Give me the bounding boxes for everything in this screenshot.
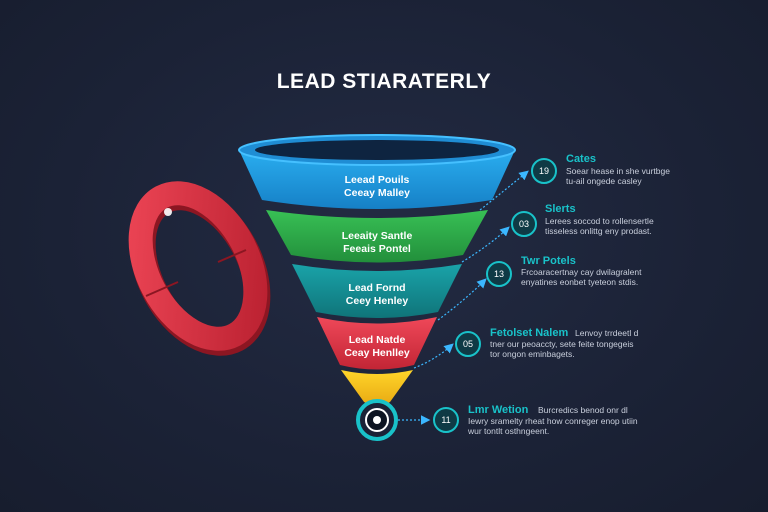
- funnel-layer-4: [317, 317, 437, 370]
- stage-3-badge: [486, 261, 512, 287]
- funnel-layer-1-line1: Leead Pouils: [345, 174, 410, 186]
- funnel-layer-1-line2: Ceeay Malley: [344, 187, 410, 199]
- stage-5-desc-1: Burcredics benod onr dl: [538, 405, 628, 415]
- stage-4-desc-2: tner our peoaccty, sete feite tongegeis: [490, 339, 634, 349]
- stage-1-desc-1: Soear hease in she vurtbge: [566, 166, 670, 176]
- stage-2-badge: [511, 211, 537, 237]
- stage-item-1: 19 Cates Soear hease in she vurtbge tu-a…: [531, 153, 670, 186]
- stage-1-title: Cates: [566, 153, 596, 165]
- stage-item-2: 03 Slerts Lerees soccod to rollensertle …: [511, 203, 654, 237]
- funnel-layer-4-line1: Lead Natde: [349, 334, 406, 346]
- page-title: LEAD STIARATERLY: [276, 70, 492, 93]
- stage-5-title: Lmr Wetion: [468, 404, 529, 416]
- stage-3-title: Twr Potels: [521, 255, 576, 267]
- stage-4-title: Fetolset Nalem: [490, 327, 568, 339]
- funnel-tip: [341, 370, 413, 406]
- funnel-layer-4-line2: Ceay Henlley: [344, 347, 410, 359]
- stage-2-desc-2: tisseless onlittg eny prodast.: [545, 226, 652, 236]
- stage-item-3: 13 Twr Potels Frcoaracertnay cay dwilagr…: [486, 255, 642, 287]
- stage-item-4: 05 Fetolset Nalem Lenvoy trrdeetl d tner…: [455, 327, 639, 359]
- stage-3-badge-text: 13: [494, 269, 504, 279]
- stage-5-badge: [433, 407, 459, 433]
- stage-4-badge-text: 05: [463, 339, 473, 349]
- funnel-layer-2-line1: Leeaity Santle: [342, 230, 413, 242]
- target-icon: [356, 399, 398, 441]
- funnel-layer-3: [292, 264, 462, 318]
- stage-4-desc-3: tor ongon eminbagets.: [490, 349, 575, 359]
- stage-4-desc-1: Lenvoy trrdeetl d: [575, 328, 639, 338]
- funnel-layer-3-line1: Lead Fornd: [348, 282, 405, 294]
- chain-link-icon: [128, 181, 271, 356]
- stage-1-badge: [531, 158, 557, 184]
- stage-5-desc-2: Iewry sramelty rheat how conreger enop u…: [468, 416, 638, 426]
- funnel-layer-1: [238, 134, 516, 209]
- funnel-layer-3-line2: Ceey Henley: [346, 295, 409, 307]
- stage-2-badge-text: 03: [519, 219, 529, 229]
- stage-item-5: 11 Lmr Wetion Burcredics benod onr dl Ie…: [433, 404, 638, 436]
- stage-3-desc-1: Frcoaracertnay cay dwilagralent: [521, 267, 642, 277]
- stage-2-title: Slerts: [545, 203, 576, 215]
- stage-4-badge: [455, 331, 481, 357]
- connector-arrows: [398, 170, 529, 425]
- stage-2-desc-1: Lerees soccod to rollensertle: [545, 216, 654, 226]
- funnel-layer-2-line2: Feeais Pontel: [343, 243, 411, 255]
- stage-5-desc-3: wur tontlt osthngeent.: [467, 426, 549, 436]
- stage-5-badge-text: 11: [441, 415, 450, 425]
- stage-3-desc-2: enyatines eonbet tyeteon stdis.: [521, 277, 638, 287]
- stage-1-desc-2: tu-ail ongede casley: [566, 176, 642, 186]
- funnel-layer-2: [266, 210, 488, 263]
- stage-1-badge-text: 19: [539, 166, 549, 176]
